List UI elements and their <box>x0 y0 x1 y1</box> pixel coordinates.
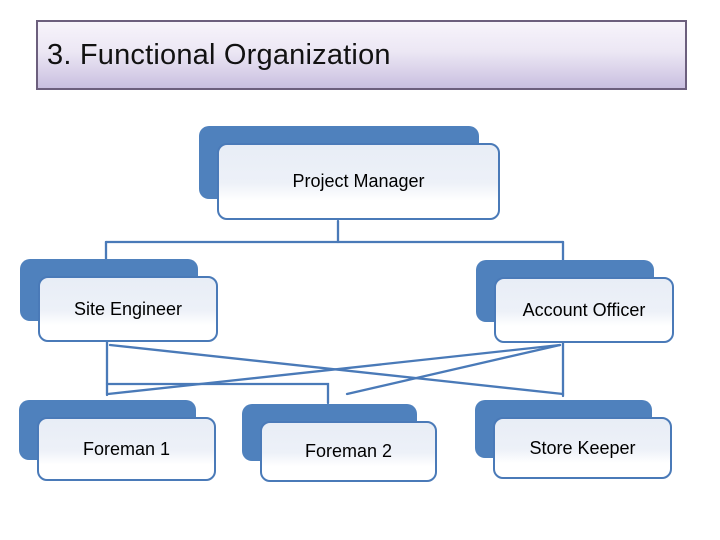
node-card: Store Keeper <box>493 417 672 479</box>
slide-title-text: 3. Functional Organization <box>47 38 391 71</box>
org-node-site-engineer[interactable]: Site Engineer <box>20 259 218 342</box>
node-card: Account Officer <box>494 277 674 343</box>
connector-account-officer-foreman-1 <box>106 343 562 396</box>
node-label: Store Keeper <box>529 437 636 458</box>
node-label: Project Manager <box>292 171 425 191</box>
node-card: Foreman 1 <box>37 417 216 481</box>
node-label: Foreman 1 <box>82 438 171 459</box>
node-label: Foreman 2 <box>304 441 393 461</box>
org-node-foreman-2[interactable]: Foreman 2 <box>242 404 437 482</box>
node-label: Account Officer <box>522 299 646 320</box>
node-label: Site Engineer <box>73 298 183 319</box>
org-node-account-officer[interactable]: Account Officer <box>476 260 674 343</box>
connector-site-engineer-foreman-2 <box>105 382 330 405</box>
slide-title-bar[interactable]: 3. Functional Organization <box>36 20 687 90</box>
node-card: Foreman 2 <box>260 421 437 482</box>
org-node-foreman-1[interactable]: Foreman 1 <box>19 400 216 481</box>
node-card: Site Engineer <box>38 276 218 342</box>
connector-account-officer-foreman-2 <box>345 343 562 396</box>
org-node-project-manager[interactable]: Project Manager <box>199 126 500 220</box>
node-card: Project Manager <box>217 143 500 220</box>
org-node-store-keeper[interactable]: Store Keeper <box>475 400 672 479</box>
